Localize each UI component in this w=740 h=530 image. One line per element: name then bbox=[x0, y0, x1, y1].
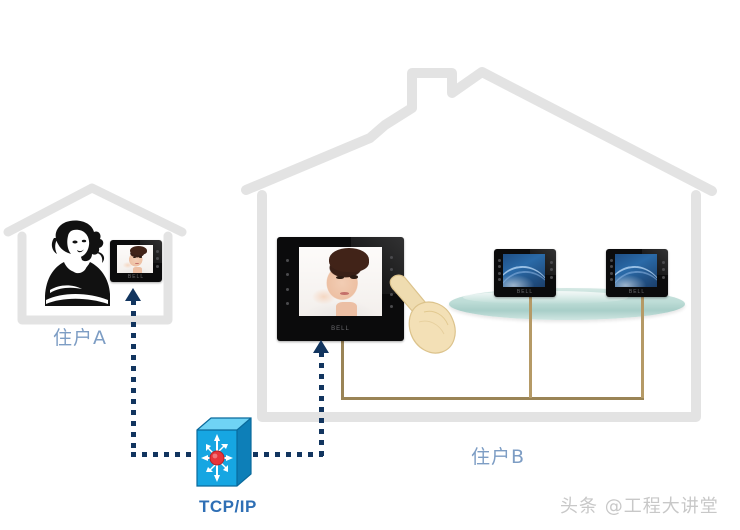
extension-1-side-buttons[interactable] bbox=[548, 259, 554, 281]
house-b-outline bbox=[241, 67, 717, 422]
house-a-monitor-buttons[interactable] bbox=[154, 248, 160, 270]
network-bus-right bbox=[253, 452, 323, 457]
pointing-hand-icon bbox=[389, 274, 456, 354]
house-a-monitor-screen bbox=[117, 245, 153, 273]
standby-screen bbox=[615, 254, 657, 287]
label-resident-a: 住户A bbox=[53, 327, 107, 349]
main-monitor-screen bbox=[299, 247, 382, 316]
label-tcp-ip: TCP/IP bbox=[199, 497, 257, 516]
house-b-main-monitor[interactable]: BELL bbox=[277, 237, 404, 341]
video-call-image bbox=[117, 245, 153, 273]
house-b-extension-monitor-2[interactable]: BELL bbox=[606, 249, 668, 297]
cable-riser-extension-2 bbox=[641, 296, 644, 398]
resident-a-silhouette bbox=[45, 220, 110, 306]
label-resident-b: 住户B bbox=[471, 446, 526, 468]
watermark: 头条 @工程大讲堂 bbox=[560, 496, 719, 517]
network-link-to-house-a-vertical bbox=[131, 300, 136, 456]
house-a-outline bbox=[3, 183, 187, 325]
extension-1-screen bbox=[503, 254, 545, 287]
tcp-ip-switch-icon[interactable] bbox=[193, 414, 255, 492]
house-a-monitor-brand: BELL bbox=[127, 274, 145, 280]
cable-riser-extension-1 bbox=[529, 296, 532, 398]
extension-2-screen bbox=[615, 254, 657, 287]
house-a-monitor[interactable]: BELL bbox=[110, 240, 162, 282]
video-call-image bbox=[299, 247, 382, 316]
standby-screen bbox=[503, 254, 545, 287]
extension-1-brand: BELL bbox=[516, 289, 534, 295]
network-bus-left bbox=[131, 452, 195, 457]
cable-horizontal-bus bbox=[341, 397, 644, 400]
network-arrow-house-a bbox=[125, 288, 141, 301]
extension-2-buttons[interactable] bbox=[608, 257, 614, 283]
cable-main-vertical bbox=[341, 340, 344, 400]
network-arrow-house-b bbox=[313, 340, 329, 353]
extension-1-buttons[interactable] bbox=[496, 257, 502, 283]
network-link-to-house-b-vertical bbox=[319, 352, 324, 456]
house-b-extension-monitor-1[interactable]: BELL bbox=[494, 249, 556, 297]
main-monitor-brand: BELL bbox=[331, 326, 350, 332]
main-monitor-left-buttons[interactable] bbox=[283, 253, 291, 311]
extension-2-side-buttons[interactable] bbox=[660, 259, 666, 281]
extension-2-brand: BELL bbox=[628, 289, 646, 295]
